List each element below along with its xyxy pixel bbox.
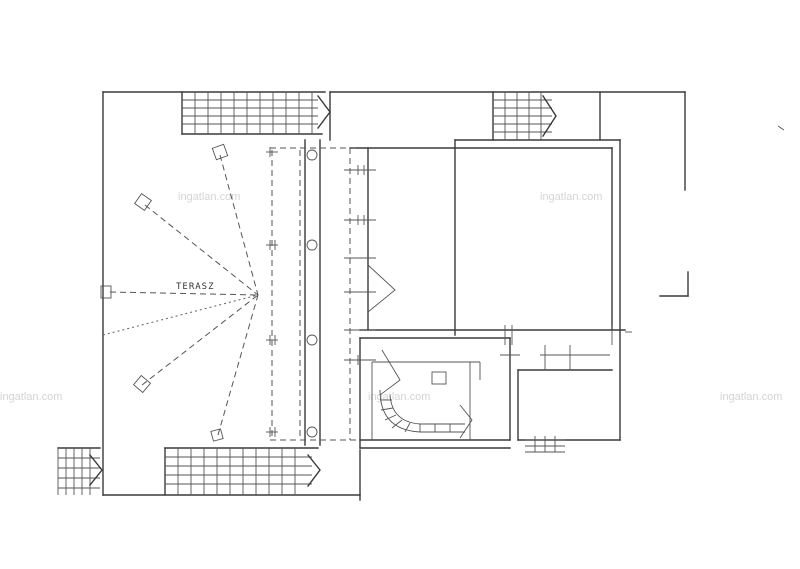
stairs-bottom-center xyxy=(164,447,321,496)
outer-boundary xyxy=(102,91,689,501)
watermark-text: ingatlan.com xyxy=(540,191,602,203)
watermark-group: ingatlan.com ingatlan.com ingatlan.com i… xyxy=(0,191,782,403)
stairs-top-left xyxy=(181,91,331,135)
building-walls xyxy=(349,139,626,449)
terrace-fan: TERASZ xyxy=(100,143,259,442)
watermark-text: ingatlan.com xyxy=(720,391,782,403)
stairs-bottom-left xyxy=(57,447,103,495)
column-strip xyxy=(266,139,613,446)
internal-stair xyxy=(367,264,473,439)
watermark-text: ingatlan.com xyxy=(368,391,430,403)
watermark-text: ingatlan.com xyxy=(0,391,62,403)
misc-marks xyxy=(625,125,785,333)
stairs-top-right xyxy=(492,91,557,141)
stairs-bottom-right xyxy=(525,436,565,453)
room-label-terrace: TERASZ xyxy=(176,282,215,292)
watermark-text: ingatlan.com xyxy=(178,191,240,203)
